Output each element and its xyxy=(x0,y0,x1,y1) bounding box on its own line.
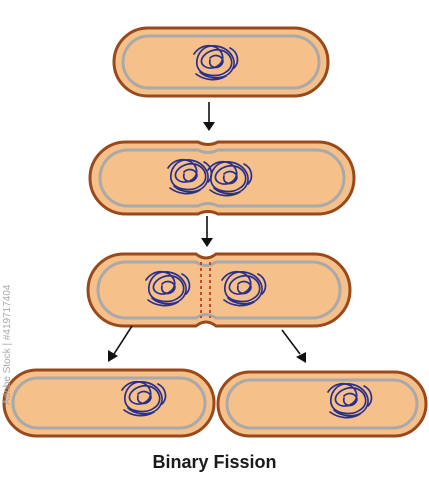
arrow-down-icon xyxy=(203,102,215,131)
stock-watermark-id: Adobe Stock | #419717404 xyxy=(2,284,13,405)
daughter-cell-right xyxy=(216,370,428,438)
arrow-down-right-icon xyxy=(281,329,306,363)
parent-cell xyxy=(112,26,330,98)
daughter-cell-left xyxy=(2,368,216,438)
arrow-down-left-icon xyxy=(108,325,133,362)
elongating-cell xyxy=(88,140,356,216)
arrow-down-icon xyxy=(201,216,213,247)
dividing-cell xyxy=(86,252,352,328)
diagram-title: Binary Fission xyxy=(152,452,277,472)
